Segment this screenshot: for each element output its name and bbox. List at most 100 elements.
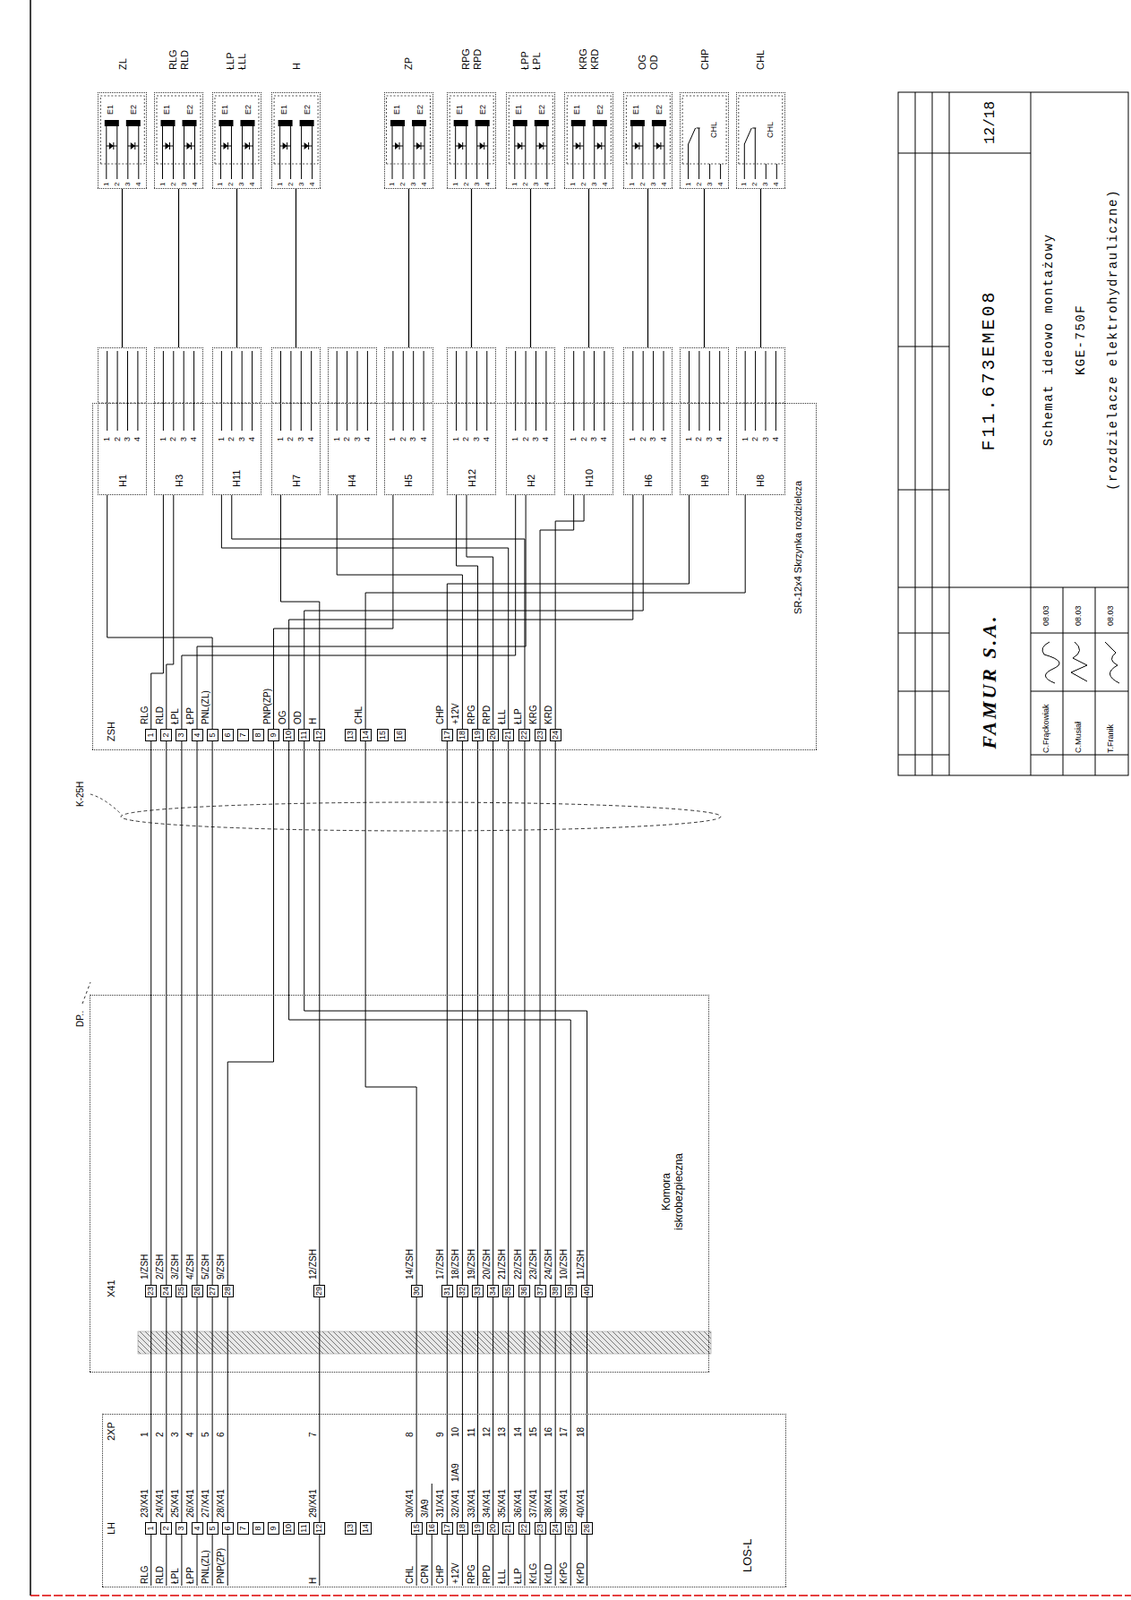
terminal-number: 24 bbox=[160, 1285, 172, 1298]
diode-symbol bbox=[416, 142, 421, 150]
title-grid bbox=[1062, 587, 1064, 776]
terminal-number: 33 bbox=[471, 1285, 484, 1298]
coil-lead bbox=[220, 126, 222, 164]
signature bbox=[1071, 642, 1088, 682]
coil-lead bbox=[231, 126, 232, 164]
terminal-reference: 34/X41 bbox=[481, 1489, 493, 1518]
terminal-reference: 28/X41 bbox=[215, 1489, 227, 1518]
plug-pin bbox=[423, 351, 425, 431]
pin-number: 4 bbox=[132, 436, 143, 442]
terminal-reference: 24/ZSH bbox=[543, 1249, 555, 1280]
coil-name: E1 bbox=[392, 104, 403, 115]
coil-lead bbox=[582, 126, 584, 164]
pin-number: 1 bbox=[627, 436, 638, 442]
valve-pin-lead bbox=[754, 163, 756, 180]
pin-number: 1 bbox=[451, 436, 462, 442]
terminal-number: 35 bbox=[502, 1285, 515, 1298]
valve-pin-lead bbox=[424, 163, 426, 180]
coil-lead bbox=[663, 126, 665, 164]
wire bbox=[523, 741, 525, 1286]
pin-number: 4 bbox=[185, 1431, 197, 1438]
terminal-reference: 3/ZSH bbox=[170, 1254, 181, 1280]
coil-lead bbox=[127, 126, 129, 164]
wire bbox=[365, 741, 417, 1286]
valve-inner-frame bbox=[100, 95, 145, 164]
drawing-number: F11.673EME08 bbox=[978, 153, 1001, 588]
plug-pin bbox=[525, 351, 527, 431]
connector-socket: H1 bbox=[97, 347, 147, 496]
signal-underline bbox=[180, 1534, 182, 1586]
signal-underline bbox=[477, 1534, 479, 1586]
diode-symbol bbox=[575, 142, 581, 150]
pin-number: 4 bbox=[419, 182, 429, 187]
wire bbox=[462, 1297, 463, 1523]
valve-inner-frame bbox=[386, 95, 431, 164]
diode-bar bbox=[399, 142, 401, 150]
plug-pin bbox=[357, 351, 359, 431]
title-grid bbox=[915, 92, 917, 776]
signal-name: KRD bbox=[543, 705, 555, 725]
switch-lead bbox=[744, 144, 746, 164]
terminal-number: 3 bbox=[175, 728, 188, 742]
solenoid-valve: HE1E2 bbox=[271, 92, 321, 189]
terminal-reference: 12/ZSH bbox=[308, 1249, 319, 1280]
pin-number: 3 bbox=[648, 436, 659, 442]
pin-number: 8 bbox=[404, 1431, 416, 1438]
wire bbox=[365, 495, 746, 729]
wire bbox=[197, 1297, 198, 1523]
valve-pin-lead bbox=[776, 163, 778, 180]
terminal-number: 24 bbox=[549, 728, 562, 742]
pin-number: 1 bbox=[275, 436, 286, 442]
cable-label: K-25H bbox=[75, 781, 86, 807]
plug-pin bbox=[745, 351, 746, 431]
coil-lead bbox=[604, 126, 606, 164]
pin-number: 2 bbox=[285, 436, 296, 442]
pin-number: 2 bbox=[521, 436, 532, 442]
pin-number: 3 bbox=[297, 182, 307, 187]
terminal-number: 24 bbox=[549, 1522, 562, 1535]
pin-number: 3 bbox=[704, 436, 715, 442]
diode-bar bbox=[308, 142, 309, 150]
coil-name: E1 bbox=[162, 104, 172, 115]
coil-lead bbox=[524, 126, 526, 164]
terminal-number: 21 bbox=[502, 728, 515, 742]
plug-pin bbox=[698, 351, 700, 431]
connector-name: H5 bbox=[402, 474, 415, 488]
wire bbox=[523, 1297, 525, 1523]
pin-number: 3 bbox=[472, 182, 482, 187]
pin-number: 1 bbox=[158, 436, 169, 442]
pin-number: 2 bbox=[694, 182, 704, 187]
pin-number: 4 bbox=[190, 182, 200, 187]
terminal-number: 15 bbox=[377, 728, 389, 742]
connector-heading: X41 bbox=[105, 1279, 118, 1298]
valve-inner-frame bbox=[449, 95, 494, 164]
coil-lead bbox=[172, 126, 174, 164]
signal-name: CHL bbox=[353, 706, 365, 725]
plug-pin bbox=[642, 351, 644, 431]
plug-pin bbox=[231, 351, 232, 431]
wire bbox=[197, 741, 198, 1286]
terminal-number: 22 bbox=[518, 1522, 531, 1535]
terminal-number: 34 bbox=[487, 1285, 499, 1298]
wire bbox=[281, 495, 320, 729]
wire bbox=[336, 495, 463, 729]
pin-number: 4 bbox=[714, 436, 725, 442]
diode-symbol bbox=[282, 142, 288, 150]
signal-underline bbox=[570, 1534, 572, 1586]
switch-name: CHL bbox=[765, 121, 776, 138]
coil-lead bbox=[572, 126, 574, 164]
title-frame bbox=[898, 92, 1129, 776]
wire bbox=[507, 1297, 509, 1523]
cable-connector bbox=[703, 188, 705, 348]
pin-number: 4 bbox=[771, 182, 781, 187]
bulkhead-hatch bbox=[137, 1331, 712, 1354]
connector-socket: H11 bbox=[212, 347, 262, 496]
pin-number: 1 bbox=[215, 182, 225, 187]
terminal-number: 26 bbox=[191, 1285, 204, 1298]
diode-symbol bbox=[109, 142, 114, 150]
terminal-number: 28 bbox=[222, 1285, 234, 1298]
valve-pin-lead bbox=[231, 163, 232, 180]
valve-name: ZL bbox=[116, 42, 129, 70]
terminal-reference: 9/ZSH bbox=[215, 1254, 227, 1280]
coil-lead bbox=[413, 126, 415, 164]
